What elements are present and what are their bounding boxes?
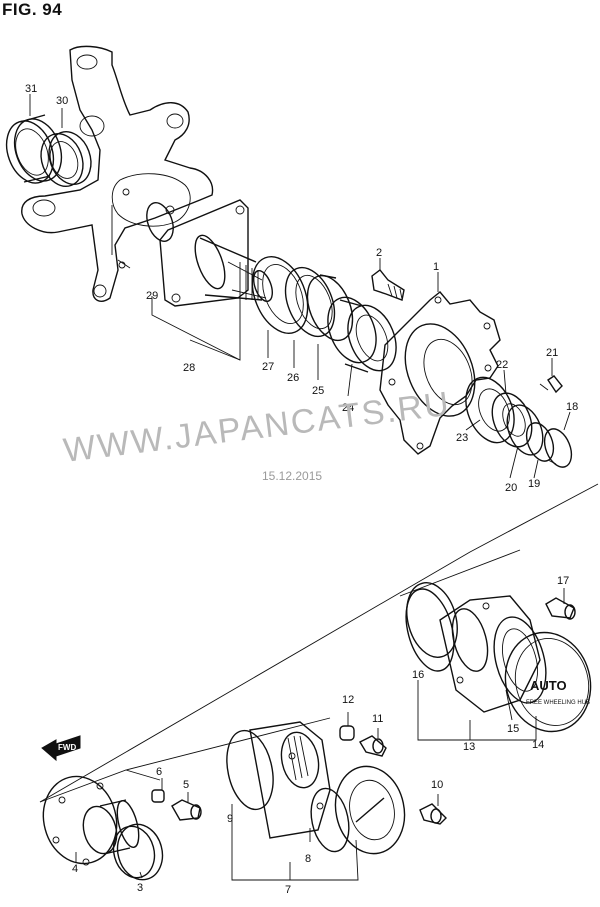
callout-25: 25 <box>312 385 324 397</box>
callout-19: 19 <box>528 478 540 490</box>
callout-8: 8 <box>305 853 311 865</box>
callout-5: 5 <box>183 779 189 791</box>
hub-cover: AUTO FREE WHEELING HUB <box>504 631 592 733</box>
lower-leader-lines <box>39 549 565 881</box>
callout-26: 26 <box>287 372 299 384</box>
seal-ring <box>40 131 92 187</box>
callout-7: 7 <box>285 884 291 896</box>
bolt-10 <box>419 803 447 825</box>
callout-27: 27 <box>262 361 274 373</box>
callout-4: 4 <box>72 863 78 875</box>
wheel-hub <box>379 291 501 455</box>
hub-cap-logo: AUTO <box>530 678 567 693</box>
callout-15: 15 <box>507 723 519 735</box>
snap-ring-18 <box>543 428 573 468</box>
upper-leader-lines <box>29 94 599 803</box>
drive-flange <box>42 775 140 866</box>
steering-knuckle <box>21 45 214 302</box>
callout-21: 21 <box>546 347 558 359</box>
callout-1: 1 <box>433 261 439 273</box>
figure-title: FIG. 94 <box>2 0 63 19</box>
callout-numbers: 31 30 29 28 27 26 25 24 2 1 23 22 21 18 … <box>25 83 578 896</box>
callout-16: 16 <box>412 669 424 681</box>
bolt-17 <box>545 597 576 620</box>
callout-17: 17 <box>557 575 569 587</box>
screw-21 <box>539 375 563 394</box>
dust-cap <box>112 823 164 881</box>
watermark: WWW.JAPANCATS.RU 15.12.2015 <box>61 385 452 483</box>
hub-stud <box>371 269 405 301</box>
callout-18: 18 <box>566 401 578 413</box>
callout-2: 2 <box>376 247 382 259</box>
callout-6: 6 <box>156 766 162 778</box>
cap-12 <box>339 725 355 741</box>
callout-23: 23 <box>456 432 468 444</box>
fwd-label: FWD <box>58 743 76 752</box>
spacer-27 <box>251 256 309 334</box>
hub-cap-text: FREE WHEELING HUB <box>526 700 590 706</box>
o-ring-16 <box>406 582 458 658</box>
watermark-site: WWW.JAPANCATS.RU <box>61 385 452 470</box>
callout-29: 29 <box>146 290 158 302</box>
callout-28: 28 <box>183 362 195 374</box>
callout-10: 10 <box>431 779 443 791</box>
bolt-11 <box>359 735 387 757</box>
callout-9: 9 <box>227 813 233 825</box>
bearing-24 <box>327 296 397 373</box>
watermark-date: 15.12.2015 <box>262 469 322 483</box>
callout-3: 3 <box>137 882 143 894</box>
auto-free-wheeling-hub <box>405 588 547 713</box>
circlip-25 <box>306 274 354 342</box>
callout-31: 31 <box>25 83 37 95</box>
callout-20: 20 <box>505 482 517 494</box>
callout-11: 11 <box>372 713 383 725</box>
callout-12: 12 <box>342 694 354 706</box>
manual-free-wheeling-hub <box>226 721 406 855</box>
callout-24: 24 <box>342 402 354 414</box>
forward-direction-arrow: FWD <box>41 735 81 762</box>
bolt-5 <box>171 799 202 821</box>
callout-22: 22 <box>496 359 508 371</box>
dowel-6 <box>151 789 165 803</box>
callout-13: 13 <box>463 741 475 753</box>
washer-19 <box>525 422 555 462</box>
callout-14: 14 <box>532 739 544 751</box>
spindle <box>146 199 273 307</box>
callout-30: 30 <box>56 95 68 107</box>
lock-washer-22 <box>491 392 533 448</box>
seal-26 <box>284 266 336 338</box>
